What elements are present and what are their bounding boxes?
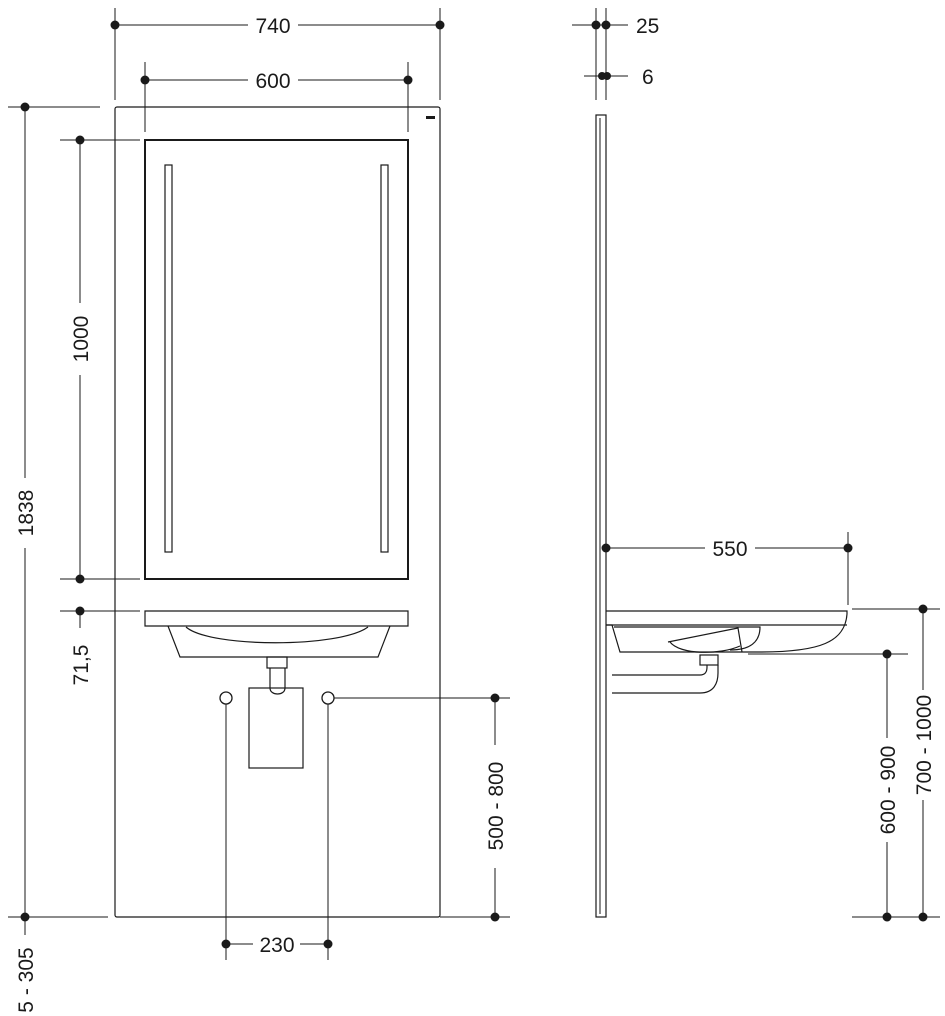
dimension-label-600-900: 600 - 900	[877, 746, 900, 835]
dimension-mirror-height: 1000	[60, 135, 140, 584]
dimension-mirror-thickness: 6	[584, 66, 654, 89]
dimension-label-71-5: 71,5	[70, 645, 93, 686]
mirror	[144, 139, 409, 580]
washbasin-side	[606, 610, 848, 694]
dimension-panel-depth: 25	[572, 8, 659, 100]
wall-panel	[114, 106, 441, 918]
front-view: 740 600	[8, 8, 510, 1013]
dimension-label-600: 600	[255, 70, 290, 93]
dimension-connection-spacing: 230	[221, 704, 333, 960]
wall-panel-side	[595, 114, 607, 918]
dimension-total-height: 1838	[8, 102, 108, 922]
dimension-mirror-to-basin: 71,5	[60, 606, 140, 686]
dimension-label-500-800: 500 - 800	[485, 762, 508, 851]
dimension-panel-width: 740	[110, 8, 445, 100]
dimension-basin-underside-height: 600 - 900	[748, 649, 940, 922]
dimension-label-25: 25	[636, 15, 659, 38]
connection-hole-right	[321, 691, 335, 705]
dimension-label-550: 550	[712, 538, 747, 561]
dimension-label-230: 230	[259, 934, 294, 957]
dimension-label-1838: 1838	[15, 490, 38, 537]
dimension-mirror-width: 600	[140, 62, 413, 132]
panel-indicator-mark	[426, 116, 435, 119]
washbasin-front	[144, 610, 409, 769]
dimension-basin-rim-height: 700 - 1000	[852, 604, 940, 922]
side-view: 25 6	[572, 8, 940, 922]
dimension-label-700-1000: 700 - 1000	[913, 695, 936, 795]
dimension-label-740: 740	[255, 15, 290, 38]
dimension-label-6: 6	[642, 66, 654, 89]
dimension-label-1000: 1000	[70, 316, 93, 363]
dimension-label-floor-clearance: 5 - 305	[15, 947, 38, 1012]
dimension-connection-height: 500 - 800	[334, 693, 510, 922]
dimension-basin-depth: 550	[601, 532, 853, 605]
connection-hole-left	[219, 691, 233, 705]
